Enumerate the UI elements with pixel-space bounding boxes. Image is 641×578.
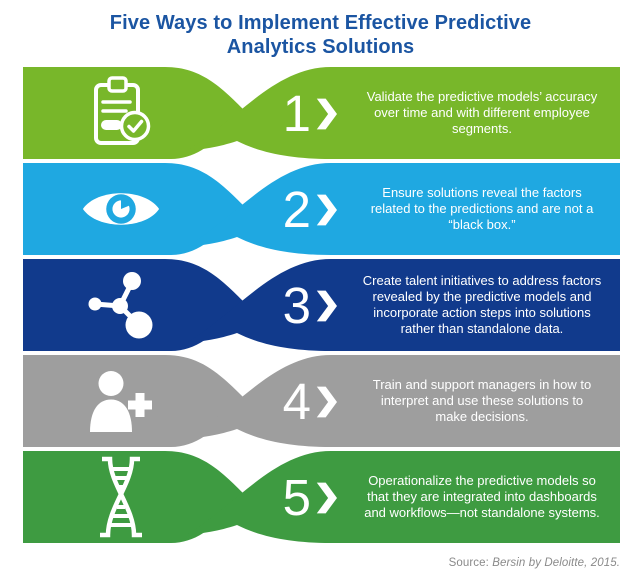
- clipboard-check-icon: [94, 76, 151, 145]
- step-number: 1: [282, 84, 311, 142]
- step-description: Operationalize the predictive models so …: [364, 472, 600, 521]
- band-row-3: 3 Create talent initiatives to address f…: [23, 259, 620, 351]
- band-row-5: 5 Operationalize the predictive models s…: [23, 451, 620, 543]
- page-title: Five Ways to Implement Effective Predict…: [109, 12, 532, 58]
- source-prefix: Source:: [448, 557, 493, 569]
- step-number: 2: [282, 180, 311, 238]
- step-number: 4: [282, 372, 311, 430]
- chevron-right-icon: [316, 98, 337, 130]
- ribbon-shape: [23, 451, 620, 543]
- chevron-right-icon: [316, 386, 337, 418]
- steps-list: 1 Validate the predictive models’ accura…: [23, 67, 620, 547]
- band-row-1: 1 Validate the predictive models’ accura…: [23, 67, 620, 159]
- band-row-4: 4 Train and support managers in how to i…: [23, 355, 620, 447]
- step-number: 3: [282, 276, 311, 334]
- ribbon-shape: [23, 259, 620, 351]
- dna-icon: [100, 456, 142, 538]
- source-citation: Bersin by Deloitte, 2015.: [492, 557, 620, 569]
- ribbon-shape: [23, 163, 620, 255]
- molecule-network-icon: [88, 272, 153, 339]
- step-description: Validate the predictive models’ accuracy…: [366, 88, 598, 137]
- chevron-right-icon: [316, 290, 337, 322]
- source-note: Source: Bersin by Deloitte, 2015.: [449, 557, 620, 569]
- band-row-2: 2 Ensure solutions reveal the factors re…: [23, 163, 620, 255]
- step-number: 5: [282, 468, 311, 526]
- chevron-right-icon: [316, 482, 337, 514]
- eye-icon: [82, 193, 160, 225]
- step-description: Train and support managers in how to int…: [372, 376, 592, 425]
- step-description: Ensure solutions reveal the factors rela…: [370, 184, 594, 233]
- add-user-icon: [90, 371, 152, 432]
- step-description: Create talent initiatives to address fac…: [362, 272, 602, 337]
- chevron-right-icon: [316, 194, 337, 226]
